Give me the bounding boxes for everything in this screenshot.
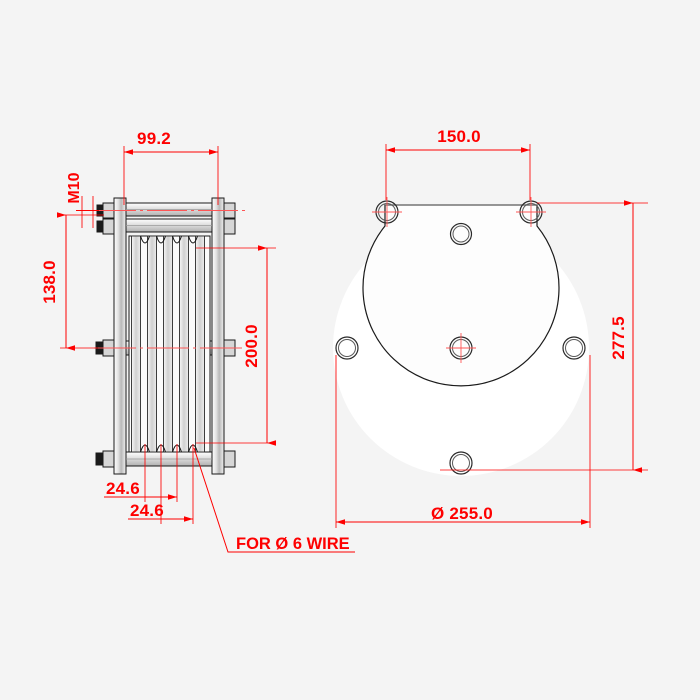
dim-label-24-6-upper: 24.6 bbox=[106, 479, 140, 498]
core-fins bbox=[131, 235, 205, 453]
hole-top-center bbox=[449, 222, 473, 246]
dim-138-0 bbox=[57, 212, 104, 351]
dim-label-m10: M10 bbox=[66, 172, 83, 203]
dim-200-0 bbox=[196, 245, 276, 446]
right-view-dimensions bbox=[335, 144, 648, 528]
hole-right bbox=[562, 336, 586, 360]
centerlines-left-view bbox=[94, 210, 246, 349]
side-elevation-view bbox=[94, 197, 246, 475]
dim-150-0 bbox=[385, 144, 531, 200]
wire-note-leader bbox=[193, 447, 355, 553]
dim-label-24-6-lower: 24.6 bbox=[130, 501, 164, 520]
dim-label-99-2: 99.2 bbox=[137, 129, 171, 148]
finned-core-panel bbox=[128, 235, 211, 453]
hole-centermarks bbox=[372, 197, 546, 363]
dim-label-255-0: Ø 255.0 bbox=[431, 504, 493, 523]
dim-m10 bbox=[76, 196, 99, 228]
dim-label-277-5: 277.5 bbox=[609, 316, 628, 360]
bolt-top-left-lower bbox=[96, 218, 115, 235]
hole-bottom bbox=[449, 451, 473, 475]
front-plate-view bbox=[333, 197, 589, 476]
top-wire-grooves bbox=[139, 235, 199, 244]
bolt-bottom-right bbox=[223, 450, 236, 468]
top-cross-bars bbox=[125, 202, 213, 233]
dim-255-0 bbox=[335, 355, 591, 528]
dim-label-138-0: 138.0 bbox=[40, 260, 59, 304]
dim-99-2 bbox=[123, 146, 219, 205]
dim-24-6-upper bbox=[104, 444, 178, 502]
dim-24-6-lower bbox=[128, 444, 194, 524]
dim-label-200-0: 200.0 bbox=[242, 324, 261, 368]
hole-left bbox=[335, 336, 359, 360]
dim-label-150-0: 150.0 bbox=[437, 127, 481, 146]
bolt-bottom-left bbox=[95, 450, 115, 468]
wire-note-label: FOR Ø 6 WIRE bbox=[236, 535, 350, 553]
left-view-dimensions bbox=[57, 146, 355, 553]
bolt-top-right-lower bbox=[223, 218, 236, 235]
dim-277-5 bbox=[440, 200, 648, 473]
